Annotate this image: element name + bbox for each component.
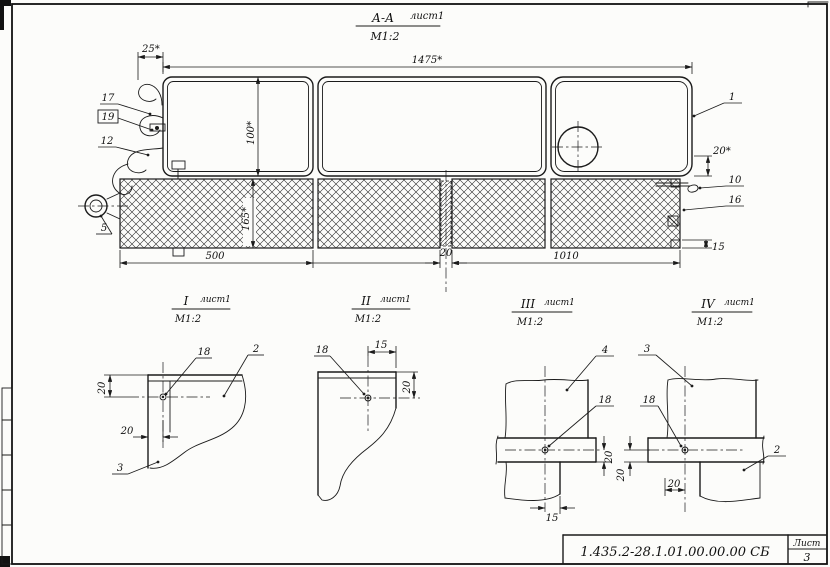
callout-19: 19 [102, 112, 115, 123]
detail2-callout-18: 18 [316, 345, 329, 356]
dim-15-edge: 15 [712, 242, 725, 253]
detail4-sheet: лист1 [724, 298, 755, 308]
sheet-number: 3 [804, 551, 811, 564]
doc-number: 1.435.2-28.1.01.00.00.00 СБ [580, 545, 770, 560]
detail4-num: IV [700, 297, 716, 311]
main-section-view: 25* 1475* 100* 165* 20* 15 [78, 44, 744, 292]
detail2-num: II [360, 294, 371, 308]
slab-notch-bottom [670, 239, 681, 249]
section-label: А-А лист1 М1:2 [355, 11, 444, 43]
detail3-callout-4: 4 [601, 345, 608, 356]
dim-165: 165* [241, 207, 252, 231]
dim-1475: 1475* [412, 55, 442, 66]
dim-1010: 1010 [553, 251, 579, 262]
detail3-num: III [520, 297, 535, 311]
detail1-num: I [183, 294, 189, 308]
sheet-label: Лист [793, 539, 821, 549]
detail1-callout-18: 18 [198, 347, 211, 358]
detail-view-2: II лист1 М1:2 15 20 18 [314, 294, 420, 501]
detail2-sheet: лист1 [380, 295, 411, 305]
left-margin-strip [1, 387, 13, 565]
detail1-sheet: лист1 [200, 295, 231, 305]
detail1-scale: М1:2 [174, 314, 201, 325]
detail2-scale: М1:2 [354, 314, 381, 325]
detail3-dim-v: 20 [604, 450, 615, 464]
callout-12: 12 [101, 136, 114, 147]
dim-500: 500 [205, 251, 225, 262]
main-callouts: 17 19 12 5 1 10 16 [96, 92, 744, 235]
mid-bolt [171, 160, 186, 170]
detail1-dim-v: 20 [97, 381, 108, 395]
detail2-dim-v: 20 [402, 380, 413, 394]
callout-5: 5 [101, 223, 107, 234]
detail4-callout-18: 18 [643, 395, 656, 406]
section-sheet: лист1 [410, 11, 444, 22]
detail2-dim-top: 15 [375, 340, 388, 351]
detail3-callout-18: 18 [599, 395, 612, 406]
bottom-bolt [172, 247, 185, 257]
detail-view-4: IV лист1 М1:2 3 18 2 20 20 [616, 297, 786, 512]
detail-view-1: I лист1 М1:2 18 2 3 20 20 [97, 294, 264, 475]
detail4-callout-2: 2 [773, 445, 780, 456]
insulation-slab [119, 170, 681, 292]
left-seam-detail [78, 83, 186, 257]
detail3-dim-b: 15 [546, 513, 559, 524]
callout-19-box [97, 109, 119, 124]
detail4-scale: М1:2 [696, 317, 723, 328]
detail4-dim-h: 20 [667, 479, 681, 490]
detail1-callout-2: 2 [252, 344, 259, 355]
detail4-callout-3: 3 [644, 344, 650, 355]
upper-panel-segments [162, 76, 693, 177]
section-name: А-А [371, 11, 394, 25]
dim-25: 25* [141, 44, 160, 55]
section-scale: М1:2 [370, 30, 400, 43]
detail4-dim-v: 20 [616, 468, 627, 482]
detail-view-3: III лист1 М1:2 4 18 20 15 [495, 297, 615, 524]
detail3-scale: М1:2 [516, 317, 543, 328]
detail3-sheet: лист1 [544, 298, 575, 308]
main-dimensions: 25* 1475* 100* 165* 20* 15 [119, 44, 731, 268]
dim-100: 100* [246, 121, 257, 145]
callout-10: 10 [729, 175, 742, 186]
corner-mark [807, 1, 829, 8]
detail1-callout-3: 3 [117, 463, 123, 474]
callout-16: 16 [729, 195, 742, 206]
seam-bolt [149, 123, 166, 132]
callout-17: 17 [102, 93, 115, 104]
dim-20-flange: 20* [712, 146, 731, 157]
callout-1: 1 [729, 92, 735, 103]
title-block: 1.435.2-28.1.01.00.00.00 СБ Лист 3 [562, 534, 828, 565]
detail1-dim-h: 20 [120, 426, 134, 437]
right-clamp-detail [655, 182, 699, 193]
dim-20-joint: 20 [439, 248, 453, 259]
